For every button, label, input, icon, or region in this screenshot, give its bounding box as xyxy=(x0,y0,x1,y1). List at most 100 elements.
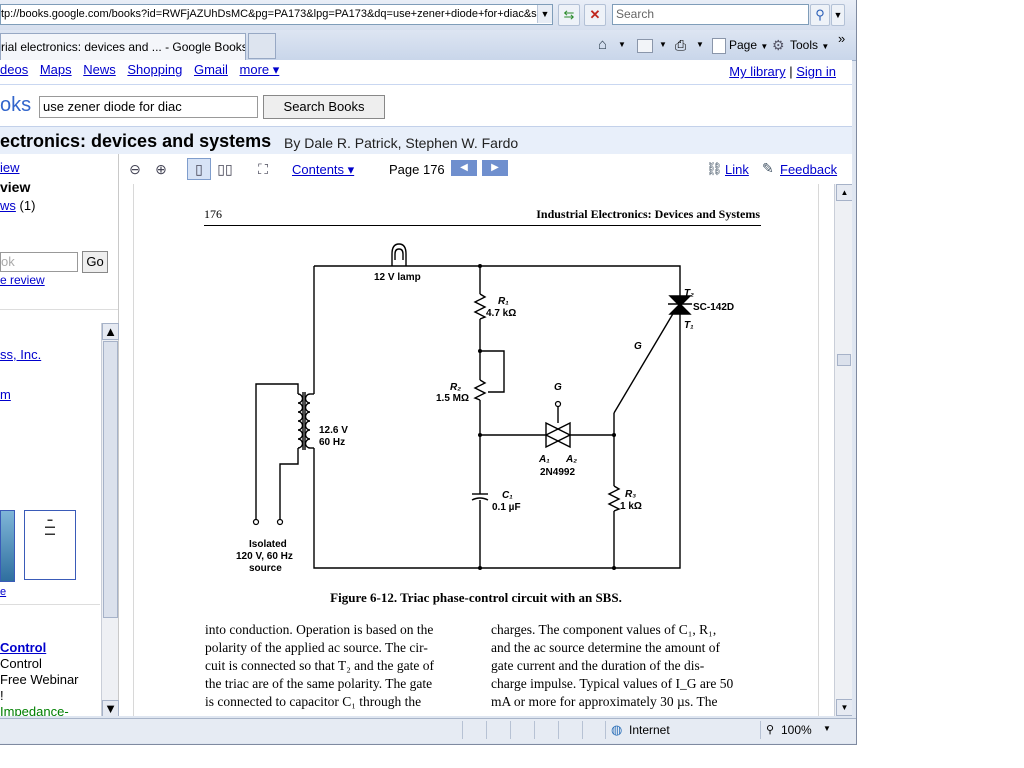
refresh-icon[interactable]: ⇆ xyxy=(558,4,580,26)
gbar-divider xyxy=(0,84,852,85)
zoom-control[interactable]: ⚲ 100% ▼ xyxy=(760,721,851,739)
scroll-up-icon[interactable]: ▲ xyxy=(102,323,119,340)
zoom-in-icon[interactable]: ⊕ xyxy=(155,161,167,177)
book-search-input[interactable]: use zener diode for diac xyxy=(39,96,258,118)
r2-name: R₂ xyxy=(450,382,461,393)
security-zone[interactable]: ◍ Internet xyxy=(605,721,756,739)
sign-in-link[interactable]: Sign in xyxy=(796,64,836,79)
user-links-separator: | xyxy=(789,64,793,79)
lamp-label: 12 V lamp xyxy=(374,272,421,283)
page-menu[interactable]: Page ▼ xyxy=(729,38,769,52)
ad-title-link[interactable]: Control xyxy=(0,640,47,655)
sidebar-link-m[interactable]: m xyxy=(0,387,11,402)
status-bar: ◍ Internet ⚲ 100% ▼ xyxy=(0,718,856,743)
tab-google-books[interactable]: rial electronics: devices and ... - Goog… xyxy=(0,33,246,60)
more-commands-chevron[interactable]: » xyxy=(838,31,846,46)
left-sidebar: iew view ws (1) ok Go e review ss, Inc. … xyxy=(0,154,119,716)
left-line-4: the triac are of the same polarity. The … xyxy=(205,676,433,691)
search-in-book-input[interactable]: ok xyxy=(0,252,78,272)
gbar-link-maps[interactable]: Maps xyxy=(39,62,72,77)
gbar-link-shopping[interactable]: Shopping xyxy=(127,62,183,77)
write-review-link[interactable]: e review xyxy=(0,273,45,287)
my-library-link[interactable]: My library xyxy=(729,64,786,79)
related-book-cover-2[interactable]: ▬▬▬▬▬ xyxy=(24,510,76,580)
left-line-5: is connected to capacitor C₁ through the xyxy=(205,694,422,709)
zoom-level: 100% xyxy=(781,723,812,737)
related-book-cover-1[interactable] xyxy=(0,510,15,582)
ad-line-2: Free Webinar xyxy=(0,672,79,687)
print-dropdown-icon[interactable]: ▼ xyxy=(696,40,704,49)
sidebar-scroll-thumb[interactable] xyxy=(103,341,118,618)
feeds-dropdown-icon[interactable]: ▼ xyxy=(659,40,667,49)
magnifier-icon: ⚲ xyxy=(766,724,775,736)
viewer-scroll-down-icon[interactable]: ▼ xyxy=(836,699,852,716)
books-logo[interactable]: oks xyxy=(0,94,32,116)
new-tab-button[interactable] xyxy=(248,33,276,59)
sidebar-overview-link[interactable]: iew xyxy=(0,160,20,175)
tools-menu[interactable]: Tools ▼ xyxy=(790,38,830,52)
publisher-link[interactable]: ss, Inc. xyxy=(0,347,42,362)
home-icon[interactable]: ⌂ xyxy=(598,36,608,53)
source-line-1: Isolated xyxy=(249,539,287,550)
viewer-scrollbar[interactable]: ▲ ▼ xyxy=(834,184,852,716)
left-line-1: into conduction. Operation is based on t… xyxy=(205,622,434,637)
gbar-link-news[interactable]: News xyxy=(83,62,116,77)
next-page-button[interactable]: ▶ xyxy=(482,160,508,176)
address-toolbar: tp://books.google.com/books?id=RWFjAZUhD… xyxy=(0,0,856,30)
reviews-link[interactable]: ws xyxy=(0,198,16,213)
sidebar-scrollbar[interactable]: ▲ ▼ xyxy=(101,323,119,716)
zoom-dropdown-icon[interactable]: ▼ xyxy=(823,724,831,733)
search-go-icon[interactable]: ⚲ xyxy=(810,4,830,26)
status-cell-5 xyxy=(558,721,581,739)
transformer-frequency: 60 Hz xyxy=(319,437,345,448)
address-dropdown-icon[interactable]: ▼ xyxy=(537,5,552,23)
sbs-label: 2N4992 xyxy=(540,467,575,478)
status-cell-2 xyxy=(486,721,509,739)
text-column-left: into conduction. Operation is based on t… xyxy=(205,621,475,711)
viewer-scroll-up-icon[interactable]: ▲ xyxy=(836,184,852,201)
page-menu-label: Page xyxy=(729,38,758,52)
feedback-icon: ✎ xyxy=(762,160,774,176)
feeds-icon[interactable] xyxy=(637,39,653,53)
status-cell-4 xyxy=(534,721,557,739)
title-bar xyxy=(0,126,852,155)
google-bar: deos Maps News Shopping Gmail more ▾ xyxy=(0,62,287,78)
single-page-icon[interactable]: ▯ xyxy=(187,158,211,180)
ad-url[interactable]: Impedance- xyxy=(0,704,69,716)
page-viewer[interactable]: 176 Industrial Electronics: Devices and … xyxy=(119,184,852,716)
gbar-link-more[interactable]: more ▾ xyxy=(239,62,280,77)
sidebar-link-e[interactable]: e xyxy=(0,586,7,598)
page-indicator: Page 176 xyxy=(389,162,445,177)
fullscreen-icon[interactable]: ⛶ xyxy=(258,161,268,177)
left-line-2: polarity of the applied ac source. The c… xyxy=(205,640,428,655)
search-books-button[interactable]: Search Books xyxy=(263,95,385,119)
left-line-3: cuit is connected so that T₂ and the gat… xyxy=(205,658,435,673)
gbar-link-videos[interactable]: deos xyxy=(0,62,29,77)
book-page: 176 Industrial Electronics: Devices and … xyxy=(133,184,819,716)
zone-label: Internet xyxy=(629,723,670,737)
viewer-scroll-thumb[interactable] xyxy=(837,354,851,366)
gbar-link-gmail[interactable]: Gmail xyxy=(193,62,228,77)
gear-icon: ⚙ xyxy=(772,37,785,53)
browser-search-input[interactable]: Search xyxy=(612,4,809,25)
two-page-icon[interactable]: ▯▯ xyxy=(217,161,233,177)
search-options-icon[interactable]: ▼ xyxy=(831,4,845,26)
triac-gate-label: G xyxy=(634,341,642,352)
address-text: tp://books.google.com/books?id=RWFjAZUhD… xyxy=(1,8,543,20)
contents-dropdown[interactable]: Contents ▾ xyxy=(292,162,355,177)
print-icon[interactable]: ⎙ xyxy=(675,37,687,53)
scroll-down-icon[interactable]: ▼ xyxy=(102,700,119,716)
previous-page-button[interactable]: ◀ xyxy=(451,160,477,176)
feedback-button[interactable]: Feedback xyxy=(780,162,838,177)
tab-title: rial electronics: devices and ... - Goog… xyxy=(1,40,246,54)
r3-value: 1 kΩ xyxy=(620,501,642,512)
sidebar-reviews: ws (1) xyxy=(0,198,35,213)
home-dropdown-icon[interactable]: ▼ xyxy=(618,40,626,49)
link-button[interactable]: Link xyxy=(725,162,749,177)
zoom-out-icon[interactable]: ⊖ xyxy=(129,161,141,177)
globe-icon: ◍ xyxy=(611,722,623,737)
stop-icon[interactable]: ✕ xyxy=(584,4,606,26)
transformer-voltage: 12.6 V xyxy=(319,425,348,436)
go-button[interactable]: Go xyxy=(82,251,108,273)
address-bar[interactable]: tp://books.google.com/books?id=RWFjAZUhD… xyxy=(0,4,553,25)
